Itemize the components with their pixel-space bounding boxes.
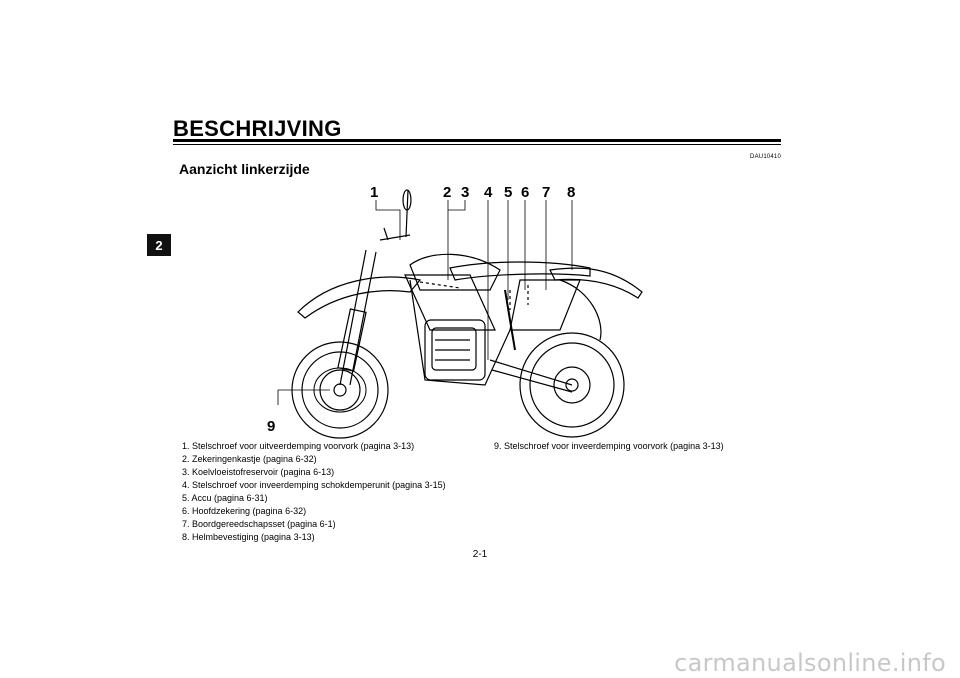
caption-list-right: 9. Stelschroef voor inveerdemping voorvo…	[494, 440, 724, 453]
caption-item: 1. Stelschroef voor uitveerdemping voorv…	[182, 441, 415, 451]
callout-7: 7	[542, 184, 551, 201]
page-title: BESCHRIJVING	[173, 116, 342, 141]
caption-item: 9. Stelschroef voor inveerdemping voorvo…	[494, 441, 724, 451]
caption-list-left: 1. Stelschroef voor uitveerdemping voorv…	[182, 440, 446, 544]
callout-3: 3	[461, 184, 470, 201]
title-rule-thin	[173, 144, 781, 145]
callout-6: 6	[521, 184, 530, 201]
callout-1: 1	[370, 184, 379, 201]
caption-item: 4. Stelschroef voor inveerdemping schokd…	[182, 480, 446, 490]
section-tab: 2	[147, 234, 171, 256]
caption-item: 8. Helmbevestiging (pagina 3-13)	[182, 532, 315, 542]
caption-item: 6. Hoofdzekering (pagina 6-32)	[182, 506, 307, 516]
callout-8: 8	[567, 184, 576, 201]
reference-code: DAU10410	[750, 154, 781, 160]
title-rule	[173, 139, 781, 142]
rear-wheel	[519, 332, 625, 438]
caption-item: 3. Koelvloeistofreservoir (pagina 6-13)	[182, 467, 335, 477]
page-number: 2-1	[472, 549, 488, 560]
callout-9: 9	[267, 418, 276, 435]
caption-item: 5. Accu (pagina 6-31)	[182, 493, 268, 503]
caption-item: 7. Boordgereedschapsset (pagina 6-1)	[182, 519, 336, 529]
caption-item: 2. Zekeringenkastje (pagina 6-32)	[182, 454, 317, 464]
callout-4: 4	[484, 184, 493, 201]
section-heading: Aanzicht linkerzijde	[179, 161, 310, 177]
watermark: carmanualsonline.info	[674, 649, 946, 677]
motorcycle-illustration	[277, 189, 643, 439]
callout-5: 5	[504, 184, 513, 201]
callout-2: 2	[443, 184, 452, 201]
